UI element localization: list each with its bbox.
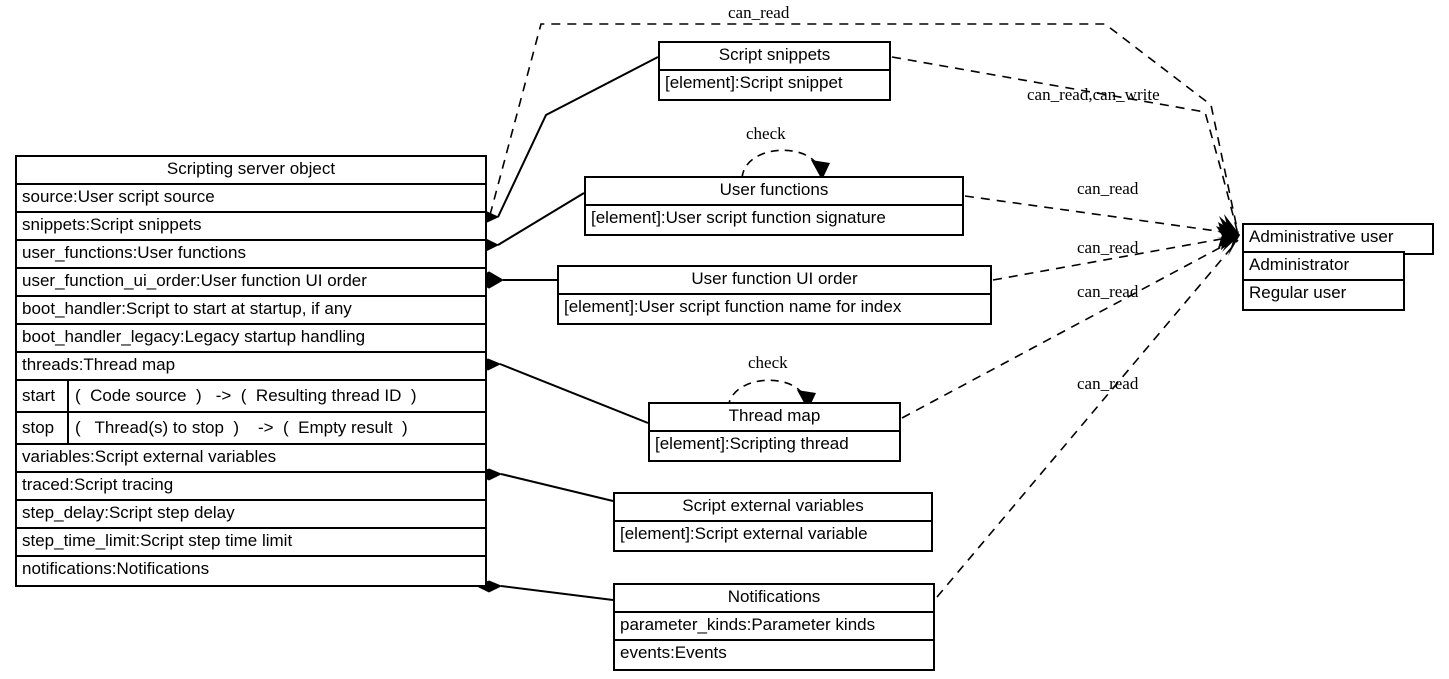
class-title-scripting-server-object: Scripting server object <box>17 157 485 185</box>
edge-label-can-read-top: can_read <box>728 3 790 22</box>
class-title-user-function-ui-order: User function UI order <box>559 267 990 295</box>
attribute-row: events:Events <box>615 641 933 669</box>
attribute-row: threads:Thread map <box>17 353 485 381</box>
attribute-row: step_delay:Script step delay <box>17 501 485 529</box>
edge-label-can-read-ui-order-b: can_read <box>1077 282 1139 301</box>
attribute-row: user_functions:User functions <box>17 241 485 269</box>
access-edge-user-functions <box>964 195 1239 235</box>
composition-edge-ui-order <box>473 271 557 289</box>
attribute-row: [element]:User script function name for … <box>559 295 990 323</box>
check-loop-user-functions <box>741 149 830 180</box>
class-title-user-functions: User functions <box>586 178 962 206</box>
access-edge-notifications <box>936 239 1239 598</box>
operation-name: stop <box>17 413 69 443</box>
operation-signature: ( Code source ) -> ( Resulting thread ID… <box>75 386 417 405</box>
attribute-row: [element]:Script external variable <box>615 522 931 550</box>
composition-edge-threads <box>474 358 649 424</box>
edge-label-can-read-can-write: can_read,can_write <box>1027 85 1160 104</box>
attribute-row: [element]:Scripting thread <box>650 432 899 460</box>
attribute-row: traced:Script tracing <box>17 473 485 501</box>
attribute-row: notifications:Notifications <box>17 557 485 585</box>
class-title-administrative-user: Administrative user <box>1244 225 1432 253</box>
edge-label-can-read-thread-map: can_read <box>1077 374 1139 393</box>
operation-row-stop: stop ( Thread(s) to stop ) -> ( Empty re… <box>17 413 485 445</box>
class-box-user-functions[interactable]: User functions [element]:User script fun… <box>584 176 964 236</box>
check-loop-thread-map <box>727 379 816 410</box>
class-title-script-snippets: Script snippets <box>660 43 889 71</box>
attribute-row: boot_handler:Script to start at startup,… <box>17 297 485 325</box>
operation-name: start <box>17 381 69 411</box>
class-box-administrative-user[interactable]: Administrative user <box>1242 223 1434 255</box>
attribute-row: variables:Script external variables <box>17 445 485 473</box>
role-row-regular-user: Regular user <box>1244 281 1403 309</box>
class-title-script-external-variables: Script external variables <box>615 494 931 522</box>
attribute-row: [element]:Script snippet <box>660 71 889 99</box>
class-box-notifications[interactable]: Notifications parameter_kinds:Parameter … <box>613 583 935 671</box>
operation-signature: ( Thread(s) to stop ) -> ( Empty result … <box>75 418 408 437</box>
operation-row-start: start ( Code source ) -> ( Resulting thr… <box>17 381 485 413</box>
composition-edge-user-functions <box>472 192 585 252</box>
attribute-row: boot_handler_legacy:Legacy startup handl… <box>17 325 485 353</box>
class-box-script-external-variables[interactable]: Script external variables [element]:Scri… <box>613 492 933 552</box>
administrative-user-roles[interactable]: Administrator Regular user <box>1242 251 1405 311</box>
composition-edge-notifications <box>475 580 614 601</box>
attribute-row: [element]:User script function signature <box>586 206 962 234</box>
role-row-administrator: Administrator <box>1244 253 1403 281</box>
class-box-script-snippets[interactable]: Script snippets [element]:Script snippet <box>658 41 891 101</box>
class-title-thread-map: Thread map <box>650 404 899 432</box>
edge-label-check-thread-map: check <box>748 353 788 372</box>
attribute-row: user_function_ui_order:User function UI … <box>17 269 485 297</box>
class-box-scripting-server-object[interactable]: Scripting server object source:User scri… <box>15 155 487 587</box>
access-edges-arrowheads <box>1216 214 1240 256</box>
composition-edge-variables <box>475 468 614 502</box>
attribute-row: step_time_limit:Script step time limit <box>17 529 485 557</box>
class-box-user-function-ui-order[interactable]: User function UI order [element]:User sc… <box>557 265 992 325</box>
edge-label-can-read-ui-order-a: can_read <box>1077 238 1139 257</box>
attribute-row: source:User script source <box>17 185 485 213</box>
class-title-notifications: Notifications <box>615 585 933 613</box>
edge-label-check-user-functions: check <box>746 124 786 143</box>
class-box-thread-map[interactable]: Thread map [element]:Scripting thread <box>648 402 901 462</box>
access-edges <box>489 23 1239 598</box>
attribute-row: snippets:Script snippets <box>17 213 485 241</box>
access-edge-server-can-read <box>489 23 1239 234</box>
attribute-row: parameter_kinds:Parameter kinds <box>615 613 933 641</box>
edge-label-can-read-user-functions: can_read <box>1077 179 1139 198</box>
